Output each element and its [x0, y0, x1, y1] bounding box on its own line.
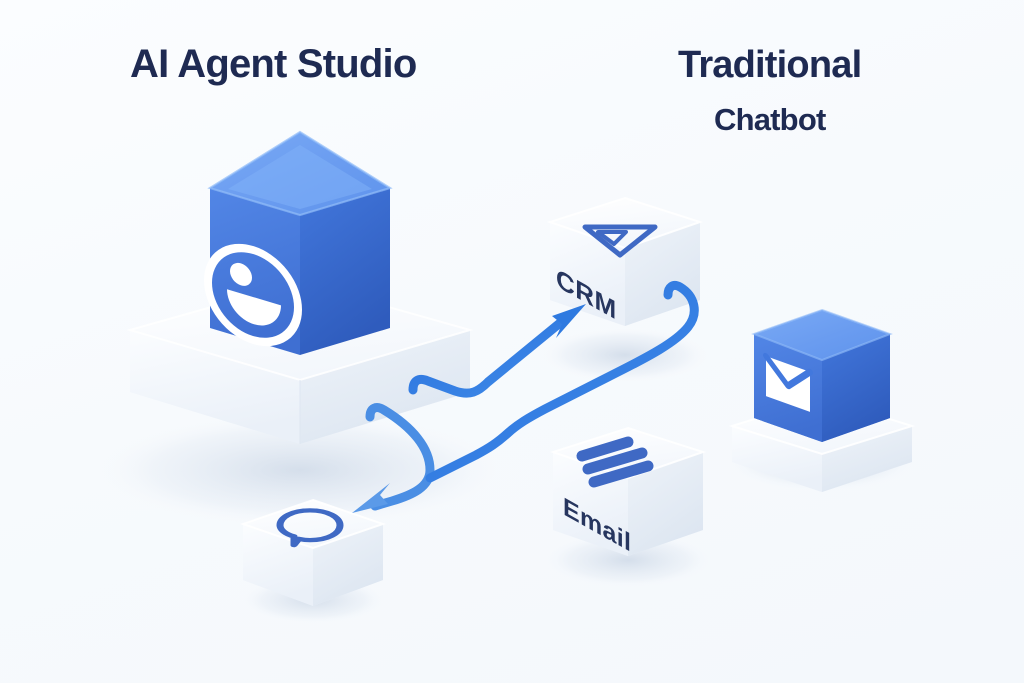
chat-bubble-icon: [276, 508, 344, 548]
connector-agent-to-crm: [408, 304, 586, 398]
email-bars-icon: [576, 436, 654, 488]
chat-cube[interactable]: [239, 498, 387, 606]
chatbot-cube[interactable]: [751, 308, 893, 442]
envelope-icon: [763, 352, 813, 412]
ai-agent-cube[interactable]: [204, 130, 393, 355]
crm-flag-icon: [582, 224, 658, 258]
crm-cube[interactable]: [546, 196, 704, 326]
connector-agent-to-chat: [352, 403, 435, 513]
smiley-agent-icon: [204, 243, 302, 347]
email-cube[interactable]: [549, 426, 707, 556]
connector-crm-to-email: [425, 280, 699, 483]
